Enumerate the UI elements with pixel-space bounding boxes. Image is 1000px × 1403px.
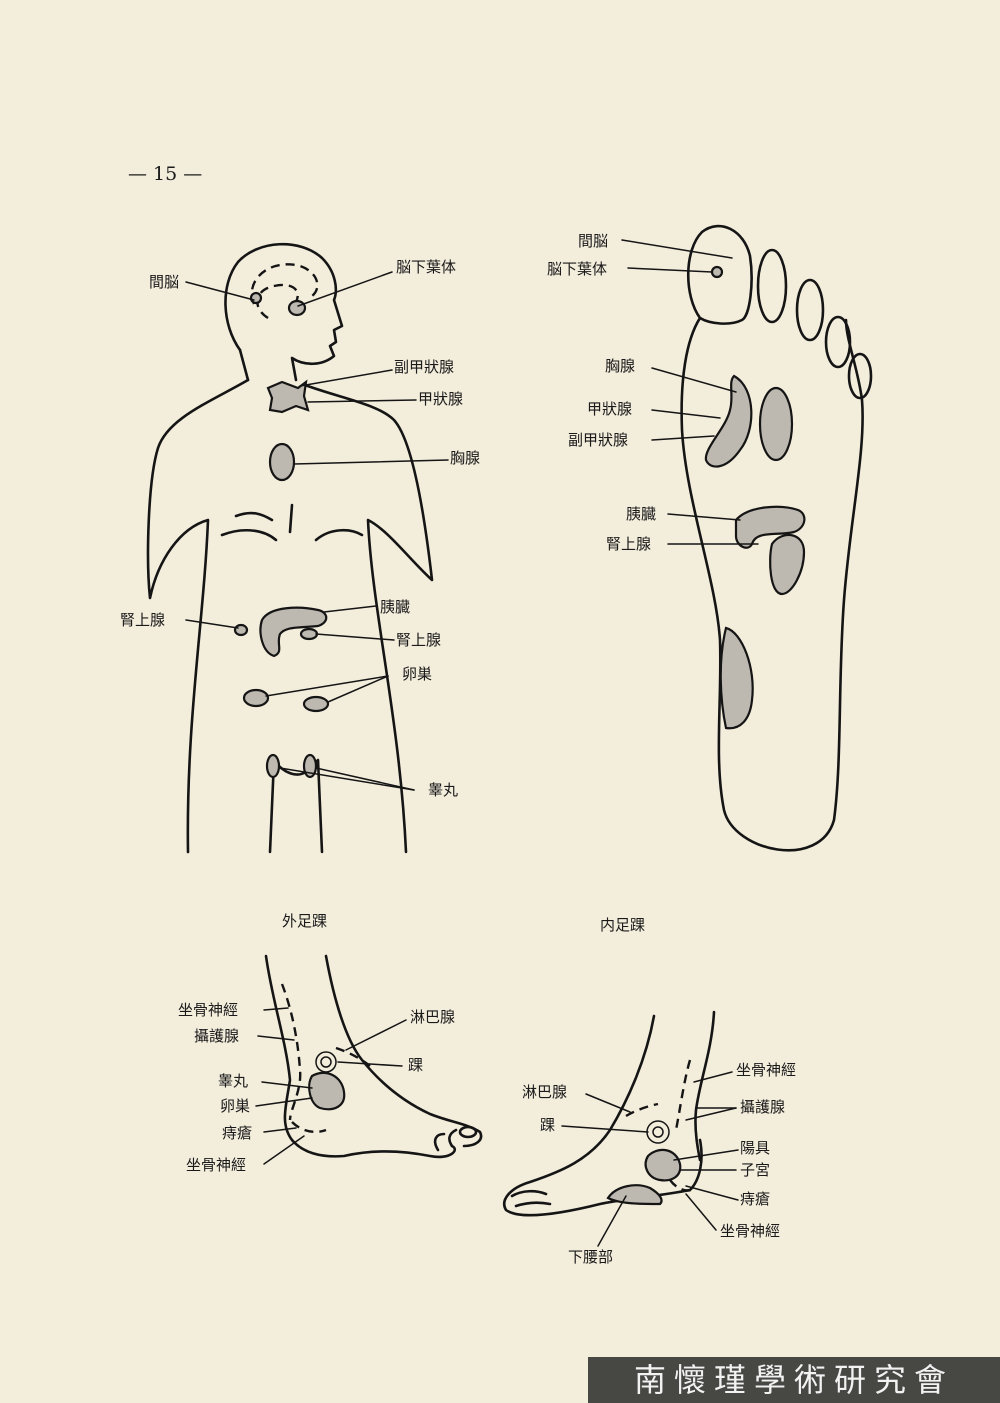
outer-ankle-circle-inner <box>320 1056 332 1068</box>
pec-line-left <box>234 511 274 522</box>
sole-pituitary <box>710 265 724 279</box>
inner-label-ankle: 踝 <box>540 1116 555 1134</box>
sternum-line <box>288 503 294 534</box>
inner-sciatic-lower-dash <box>669 1179 693 1192</box>
inner-leaders <box>561 1071 739 1247</box>
outer-sciatic-lower-dash <box>291 1121 327 1134</box>
sole-figure: 間脳 脳下葉体 胸腺 甲狀腺 副甲狀腺 胰臓 腎上腺 <box>547 224 873 852</box>
outer-label-lymph: 淋巴腺 <box>410 1008 455 1026</box>
sole-outline <box>680 316 864 852</box>
outer-label-testis: 睾丸 <box>218 1072 248 1090</box>
inner-penis-uterus-zone <box>644 1148 682 1182</box>
body-label-pituitary: 脳下葉体 <box>396 258 456 276</box>
brain-dashes-inner <box>256 283 299 320</box>
sole-label-pancreas: 胰臓 <box>626 505 656 523</box>
inner-leg-front <box>503 1014 703 1217</box>
inner-lower-back-zone <box>606 1184 663 1206</box>
inner-label-lymph: 淋巴腺 <box>522 1083 567 1101</box>
sole-label-thymus: 胸腺 <box>605 357 635 375</box>
big-toe <box>686 224 753 325</box>
outer-ankle-circle <box>315 1051 337 1073</box>
outer-ankle-figure: 外足踝 坐骨神經 攝護腺 睾丸 卵巣 痔瘡 坐骨神經 淋巴腺 踝 <box>178 912 483 1174</box>
outer-label-prostate: 攝護腺 <box>194 1027 239 1045</box>
inner-lymph-dash <box>625 1102 659 1118</box>
head-outline <box>224 242 344 382</box>
inner-label-lower-back: 下腰部 <box>568 1248 613 1266</box>
inner-label-hemorrhoid: 痔瘡 <box>740 1190 770 1208</box>
sole-thymus <box>704 374 753 468</box>
body-label-pancreas: 胰臓 <box>380 598 410 616</box>
chest-right <box>314 529 364 542</box>
testis-left <box>265 753 281 779</box>
sole-pancreas <box>734 505 806 549</box>
sole-thyroid <box>758 386 794 462</box>
sole-label-parathyroid: 副甲狀腺 <box>568 431 628 449</box>
inner-label-sciatic-upper: 坐骨神經 <box>736 1061 796 1079</box>
inner-label-prostate: 攝護腺 <box>740 1098 785 1116</box>
body-label-diencephalon: 間脳 <box>149 273 179 291</box>
thyroid-gland <box>266 379 310 414</box>
outer-label-hemorrhoid: 痔瘡 <box>222 1124 252 1142</box>
inner-toes <box>510 1189 552 1208</box>
sole-adrenal <box>769 534 806 596</box>
body-label-parathyroid: 副甲狀腺 <box>394 358 454 376</box>
inner-label-penis: 陽具 <box>740 1139 770 1157</box>
inner-label-uterus: 子宮 <box>740 1161 770 1179</box>
pituitary-gland <box>287 299 307 317</box>
ovary-right <box>302 695 330 713</box>
inner-leg-back <box>694 1010 716 1162</box>
page-number: — 15 — <box>128 163 202 185</box>
inner-label-sciatic-lower: 坐骨神經 <box>720 1222 780 1240</box>
outer-toes <box>433 1128 458 1152</box>
pancreas <box>259 606 328 658</box>
footer-stamp: 南懷瑾學術研究會 <box>588 1357 1000 1403</box>
outer-testis-ovary-zone <box>308 1071 346 1111</box>
sole-heel-zone <box>719 626 754 730</box>
body-label-thyroid: 甲狀腺 <box>418 390 463 408</box>
inner-sciatic-dash <box>674 1059 692 1131</box>
sole-label-pituitary: 脳下葉体 <box>547 260 607 278</box>
toe-5 <box>847 352 873 400</box>
body-label-adrenal-right: 腎上腺 <box>396 631 441 649</box>
sole-label-diencephalon: 間脳 <box>578 232 608 250</box>
body-label-ovary: 卵巣 <box>402 665 432 683</box>
body-label-adrenal-left: 腎上腺 <box>120 611 165 629</box>
outer-leg-back <box>264 954 457 1159</box>
testis-right <box>302 753 318 779</box>
body-label-thymus: 胸腺 <box>450 449 480 467</box>
outer-label-ovary: 卵巣 <box>220 1097 250 1115</box>
outer-toenail <box>458 1125 478 1139</box>
sole-label-thyroid: 甲狀腺 <box>587 400 632 418</box>
brain-dashes-outer <box>250 263 319 305</box>
outer-leaders <box>255 1007 407 1165</box>
thymus-gland <box>268 442 296 482</box>
outer-sciatic-dash <box>280 983 302 1121</box>
diencephalon-spot <box>249 291 263 305</box>
body-leaders <box>185 271 449 791</box>
torso-right <box>303 383 434 854</box>
inner-ankle-circle <box>646 1120 670 1144</box>
toe-3 <box>795 278 825 342</box>
outer-label-ankle: 踝 <box>408 1056 423 1074</box>
outer-label-sciatic-upper: 坐骨神經 <box>178 1001 238 1019</box>
toe-4 <box>824 315 852 369</box>
inner-ankle-circle-inner <box>652 1126 664 1138</box>
sole-label-adrenal: 腎上腺 <box>606 535 651 553</box>
outer-ankle-title: 外足踝 <box>282 912 327 930</box>
adrenal-right <box>299 627 319 641</box>
toe-2 <box>756 248 788 324</box>
inner-ankle-figure: 内足踝 淋巴腺 踝 下腰部 坐骨神經 攝護腺 陽具 子宮 痔瘡 坐骨 <box>503 916 796 1266</box>
body-label-testis: 睾丸 <box>428 781 458 799</box>
adrenal-left <box>233 623 249 637</box>
outer-leg-front <box>324 954 483 1148</box>
sole-leaders <box>621 239 759 545</box>
torso-left <box>146 378 250 854</box>
neck-back <box>238 348 250 382</box>
outer-label-sciatic-lower: 坐骨神經 <box>186 1156 246 1174</box>
ovary-left <box>242 688 270 708</box>
inner-ankle-title: 内足踝 <box>600 916 645 934</box>
body-figure: 間脳 脳下葉体 副甲狀腺 甲狀腺 胸腺 腎上腺 胰臓 腎上腺 卵巣 睾丸 <box>120 242 480 854</box>
chest-left <box>220 529 278 542</box>
